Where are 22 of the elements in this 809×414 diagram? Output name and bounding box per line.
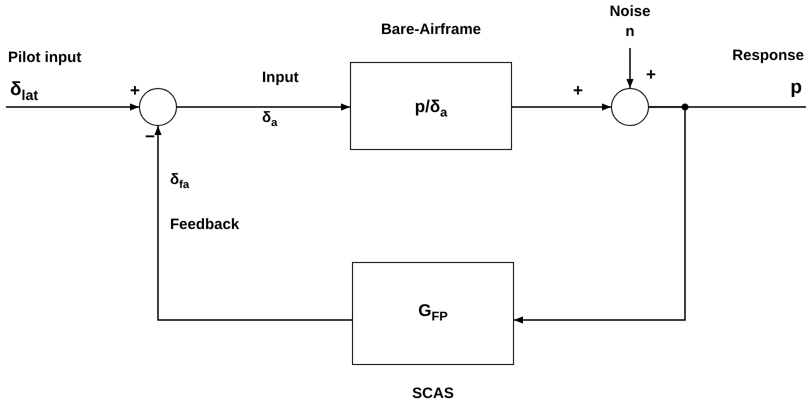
signal-symbol: p: [790, 78, 802, 99]
sign-label: +: [646, 66, 656, 85]
edge-label: Input δ$_{a}$: [262, 68, 300, 131]
sign-label: +: [573, 82, 583, 101]
block-title: SCAS: [412, 386, 454, 402]
node-label: Pilot input: [8, 50, 82, 66]
arrow: [154, 126, 352, 321]
arrow: [512, 103, 611, 111]
arrow: [626, 48, 634, 88]
sign-label: −: [145, 128, 155, 147]
arrow: [6, 103, 139, 111]
transfer-function: p/δ$_{a}$: [414, 98, 448, 120]
arrow: [514, 106, 686, 324]
sign-label: +: [130, 82, 140, 101]
summing-junction: [139, 88, 177, 126]
block-title: Bare-Airframe: [380, 22, 482, 38]
signal-symbol: δ$_{lat}$: [10, 80, 38, 104]
signal-symbol: n: [625, 24, 635, 40]
summing-junction: [611, 88, 649, 126]
arrow: [177, 103, 350, 111]
node-label: Noise: [610, 4, 650, 20]
node-label: Response: [732, 48, 804, 64]
